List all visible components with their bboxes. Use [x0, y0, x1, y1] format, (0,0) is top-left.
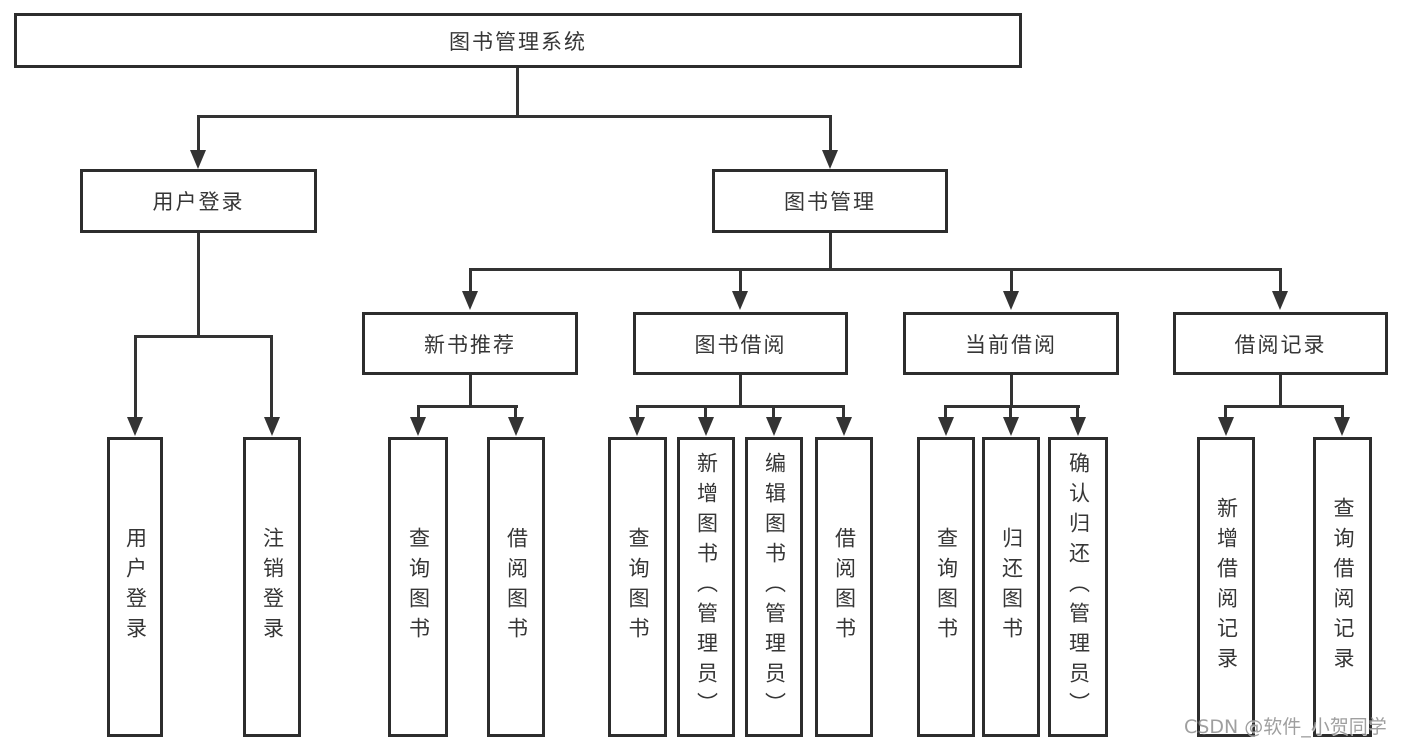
arrowhead-down	[766, 417, 782, 436]
connector-stem	[1279, 375, 1282, 407]
node-label: 新增图书（管理员）	[694, 452, 719, 722]
arrowhead-down	[264, 417, 280, 436]
node-user-login: 用户登录	[80, 169, 317, 233]
leaf-user-login: 用户登录	[107, 437, 163, 737]
connector-shaft	[842, 405, 845, 419]
connector-shaft	[514, 405, 517, 419]
leaf-return-books: 归还图书	[982, 437, 1040, 737]
node-current-borrowing: 当前借阅	[903, 312, 1119, 375]
arrowhead-down	[822, 150, 838, 169]
connector-root-stem	[516, 68, 519, 118]
node-label: 借阅图书	[832, 527, 857, 647]
arrowhead-down	[938, 417, 954, 436]
connector-shaft	[1341, 405, 1344, 419]
connector-shaft	[1076, 405, 1079, 419]
connector-shaft	[704, 405, 707, 419]
connector-shaft	[739, 268, 742, 293]
node-library-management-system: 图书管理系统	[14, 13, 1022, 68]
connector-shaft	[944, 405, 947, 419]
connector-level3-branch	[469, 268, 1282, 271]
arrowhead-down	[698, 417, 714, 436]
node-label: 图书管理系统	[449, 29, 587, 54]
connector-level1-branch	[197, 115, 832, 118]
arrowhead-down	[462, 291, 478, 310]
leaf-edit-books-admin: 编辑图书（管理员）	[745, 437, 803, 737]
connector-stem	[1010, 375, 1013, 407]
node-label: 借阅图书	[504, 527, 529, 647]
connector-shaft	[1224, 405, 1227, 419]
leaf-borrow-books-borrowing: 借阅图书	[815, 437, 873, 737]
connector-shaft	[197, 115, 200, 152]
connector-branch	[944, 405, 1080, 408]
connector-shaft	[772, 405, 775, 419]
node-label: 新增借阅记录	[1214, 497, 1239, 677]
node-new-book-recommendation: 新书推荐	[362, 312, 578, 375]
connector-branch	[1224, 405, 1343, 408]
arrowhead-down	[732, 291, 748, 310]
node-label: 注销登录	[260, 527, 285, 647]
leaf-borrow-books-recommend: 借阅图书	[487, 437, 545, 737]
arrowhead-down	[190, 150, 206, 169]
leaf-query-books-current: 查询图书	[917, 437, 975, 737]
arrowhead-down	[1003, 291, 1019, 310]
connector-shaft	[1009, 405, 1012, 419]
connector-branch	[636, 405, 845, 408]
arrowhead-down	[629, 417, 645, 436]
leaf-add-books-admin: 新增图书（管理员）	[677, 437, 735, 737]
node-book-borrowing: 图书借阅	[633, 312, 848, 375]
csdn-watermark: CSDN @软件_小贺同学	[1184, 716, 1387, 738]
arrowhead-down	[1272, 291, 1288, 310]
connector-shaft	[270, 335, 273, 418]
node-label: 用户登录	[152, 190, 245, 214]
node-label: 查询借阅记录	[1331, 497, 1355, 677]
node-label: 归还图书	[999, 527, 1024, 647]
arrowhead-down	[836, 417, 852, 436]
connector-shaft	[417, 405, 420, 419]
connector-userlogin-branch	[134, 335, 273, 338]
arrowhead-down	[508, 417, 524, 436]
connector-userlogin-stem	[197, 233, 200, 336]
node-borrowing-records: 借阅记录	[1173, 312, 1388, 375]
arrowhead-down	[1070, 417, 1086, 436]
leaf-add-borrow-record: 新增借阅记录	[1197, 437, 1255, 737]
leaf-logout: 注销登录	[243, 437, 301, 737]
connector-shaft	[829, 115, 832, 152]
connector-shaft	[469, 268, 472, 293]
connector-shaft	[1279, 268, 1282, 293]
node-book-management: 图书管理	[712, 169, 948, 233]
node-label: 图书借阅	[694, 332, 787, 357]
node-label: 图书管理	[784, 190, 876, 214]
node-label: 查询图书	[406, 527, 431, 647]
connector-bookmgmt-stem	[829, 233, 832, 271]
arrowhead-down	[1003, 417, 1019, 436]
node-label: 编辑图书（管理员）	[762, 452, 787, 722]
node-label: 新书推荐	[424, 332, 516, 357]
leaf-confirm-return-admin: 确认归还（管理员）	[1048, 437, 1108, 737]
connector-shaft	[134, 335, 137, 418]
leaf-query-books-borrowing: 查询图书	[608, 437, 667, 737]
connector-branch	[417, 405, 518, 408]
node-label: 确认归还（管理员）	[1066, 452, 1091, 722]
arrowhead-down	[410, 417, 426, 436]
connector-shaft	[1010, 268, 1013, 293]
connector-shaft	[636, 405, 639, 419]
connector-stem	[739, 375, 742, 407]
node-label: 查询图书	[934, 527, 959, 647]
node-label: 查询图书	[626, 527, 650, 647]
node-label: 当前借阅	[965, 332, 1057, 357]
leaf-query-books-recommend: 查询图书	[388, 437, 448, 737]
node-label: 借阅记录	[1234, 332, 1327, 357]
node-label: 用户登录	[123, 527, 148, 647]
arrowhead-down	[1218, 417, 1234, 436]
connector-stem	[469, 375, 472, 407]
leaf-query-borrow-record: 查询借阅记录	[1313, 437, 1372, 737]
arrowhead-down	[127, 417, 143, 436]
arrowhead-down	[1334, 417, 1350, 436]
